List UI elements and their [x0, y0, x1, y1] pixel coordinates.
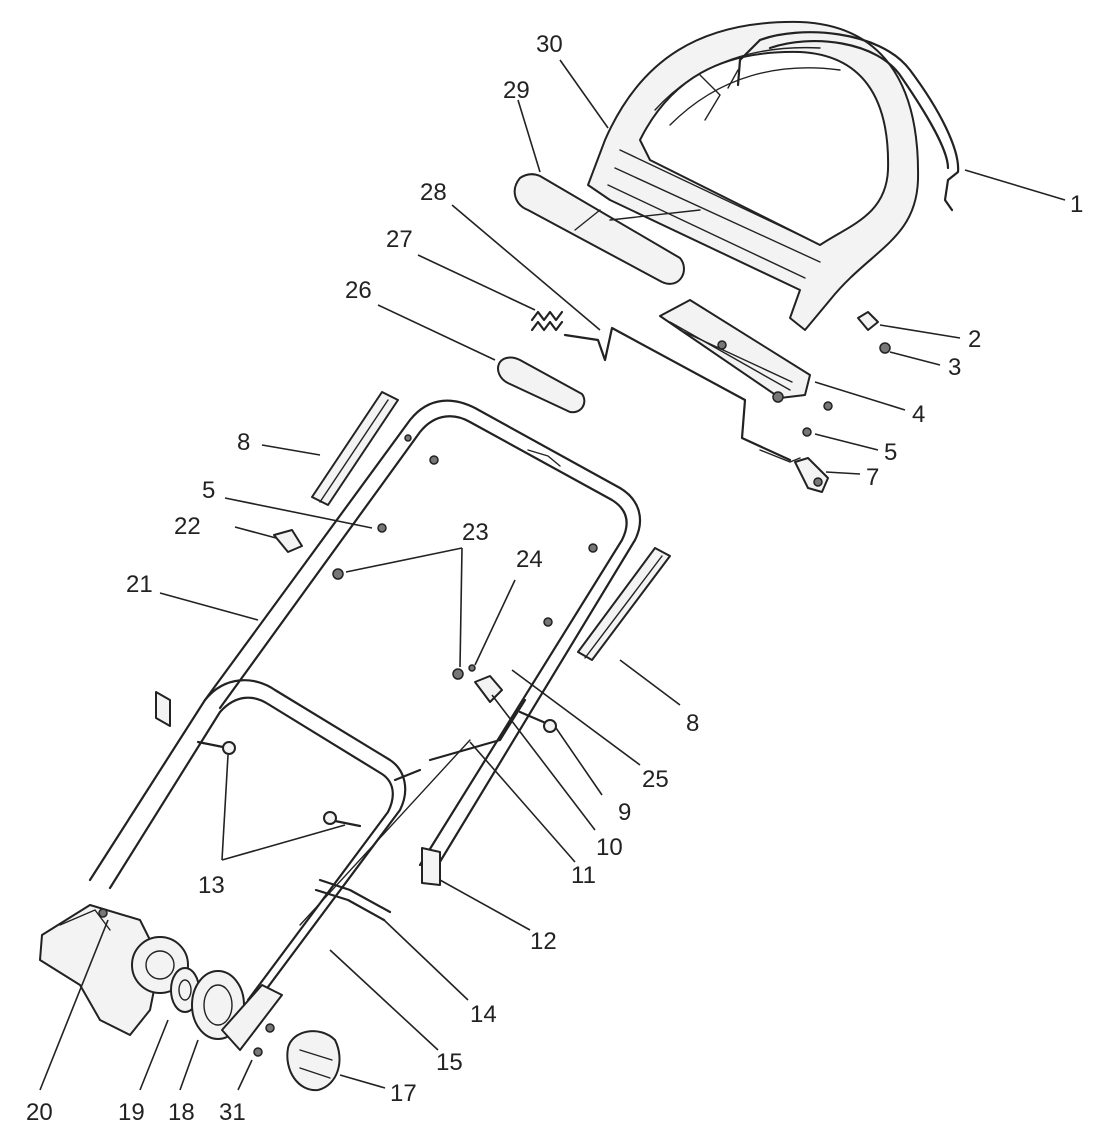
callout-label: 28	[420, 179, 447, 206]
side-block	[155, 691, 171, 727]
cable-guide	[299, 739, 471, 926]
upper-handle-frame	[203, 399, 642, 872]
bottom-mount	[39, 904, 189, 1036]
callout-label: 30	[536, 31, 563, 58]
screw-5a	[823, 401, 833, 411]
callout-label: 29	[503, 77, 530, 104]
leader-lines	[39, 59, 1066, 1091]
callout-label: 25	[642, 766, 669, 793]
lower-handle-frame	[88, 679, 527, 1002]
callout-label: 5	[202, 477, 215, 504]
callout-label: 9	[618, 799, 631, 826]
clip-12	[421, 847, 441, 886]
callout-label: 27	[386, 226, 413, 253]
callout-label: 17	[390, 1080, 417, 1107]
clip-22	[273, 529, 303, 553]
knob-7	[794, 457, 829, 493]
control-bracket	[659, 299, 811, 403]
callout-label: 7	[866, 464, 879, 491]
callout-label: 5	[884, 439, 897, 466]
callout-label: 13	[198, 872, 225, 899]
callout-label: 11	[571, 862, 596, 889]
screw-5b	[802, 427, 812, 437]
grip-left	[311, 391, 399, 506]
callout-label: 24	[516, 546, 543, 573]
callout-label: 10	[596, 834, 623, 861]
callout-label: 12	[530, 928, 557, 955]
callout-label: 14	[470, 1001, 497, 1028]
spring	[530, 310, 564, 332]
bail-rod	[736, 31, 960, 212]
lower-bracket	[98, 908, 283, 1057]
callout-label: 22	[174, 513, 201, 540]
callout-label: 26	[345, 277, 372, 304]
callout-label: 1	[1070, 191, 1083, 218]
top-handle-assembly	[587, 20, 920, 331]
bolts-13	[196, 740, 362, 828]
cable-clip-2	[857, 311, 879, 331]
callout-label: 21	[126, 571, 153, 598]
callout-label: 20	[26, 1099, 53, 1126]
callout-label: 8	[237, 429, 250, 456]
small-hardware	[794, 311, 891, 493]
callout-label: 31	[219, 1099, 246, 1126]
nut-23	[332, 568, 344, 580]
callout-label: 15	[436, 1049, 463, 1076]
callout-label: 4	[912, 401, 925, 428]
callout-label: 19	[118, 1099, 145, 1126]
callout-label: 2	[968, 326, 981, 353]
callout-label: 18	[168, 1099, 195, 1126]
tube-sleeve	[497, 356, 586, 414]
screw-3	[879, 342, 891, 354]
callout-labels: 1 2 3 4 5 5 7 8 8 9 10 11 12 13 14 15 17…	[26, 31, 1083, 1126]
grip-right	[577, 547, 671, 661]
callout-label: 23	[462, 519, 489, 546]
center-knob	[452, 664, 503, 703]
handle-pad	[513, 173, 701, 285]
knob-17	[286, 1030, 341, 1092]
callout-label: 8	[686, 710, 699, 737]
bolt-9	[518, 710, 557, 733]
control-rod	[563, 326, 801, 463]
callout-label: 3	[948, 354, 961, 381]
